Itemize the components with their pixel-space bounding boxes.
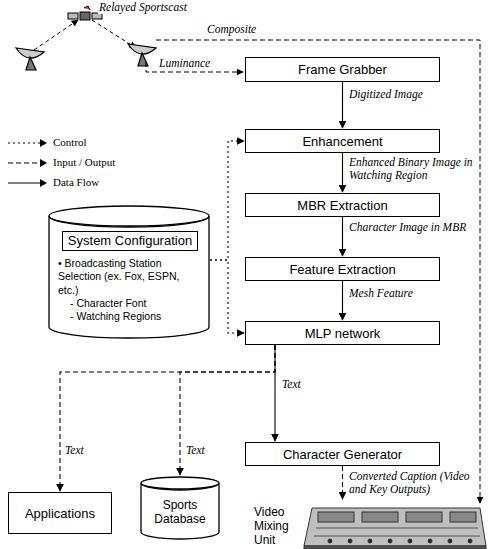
legend-arrowhead [40,179,47,187]
signal-label: Relayed Sportscast [98,1,188,14]
node-text: Enhancement [302,134,382,149]
node-text: - Watching Regions [58,310,202,323]
signal-label: Luminance [158,57,211,70]
node-text: MBR Extraction [297,198,387,213]
node-text: - Character Font [58,297,202,310]
connector [342,281,343,320]
legend-line [8,182,44,183]
connector [342,82,343,128]
process-box: Character Generator [245,442,440,466]
connector [210,260,244,333]
satellite-link [34,20,136,50]
legend-text: Input / Output [53,156,115,169]
legend-line [8,162,44,163]
legend-sample [6,178,48,188]
node-text: System Configuration [62,231,198,251]
connector [60,345,275,491]
edge-label: Converted Caption (Video and Key Outputs… [348,470,474,496]
legend-line [8,142,44,143]
process-box: Applications [8,492,112,534]
node-text: MLP network [305,326,381,341]
config-cylinder: System Configuration • Broadcasting Stati… [48,205,210,339]
node-text: Frame Grabber [298,62,387,77]
legend-text: Data Flow [53,176,99,189]
legend-arrowhead [40,159,47,167]
legend-text: Control [53,136,87,149]
connector [342,153,343,192]
database-cylinder: Sports Database [140,476,220,540]
legend-sample [6,138,48,148]
edge-label: Text [281,378,302,391]
edge-label: Mesh Feature [348,287,414,300]
edge-label: Enhanced Binary Image in Watching Region [348,156,474,182]
cylinder-body [49,216,209,338]
cylinder-top [141,477,219,489]
connector [274,345,275,441]
process-box: Feature Extraction [245,257,440,281]
satellite-icon [68,6,102,20]
process-box: Frame Grabber [245,57,440,82]
connector [342,217,343,256]
edge-label: Digitized Image [348,88,424,101]
legend-row: Control [6,136,87,149]
cylinder-top [49,206,209,226]
process-box: Enhancement [245,129,440,153]
edge-label: Text [185,444,206,457]
legend-row: Input / Output [6,156,115,169]
node-text: Video Mixing Unit [254,506,306,547]
node-text: Feature Extraction [289,262,395,277]
legend-arrowhead [40,139,47,147]
mixer-illustration [304,508,486,549]
edge-label: Text [64,444,85,457]
connector [342,466,343,499]
legend-sample [6,158,48,168]
edge-label: Character Image in MBR [348,221,467,234]
legend-row: Data Flow [6,176,99,189]
node-text: • Broadcasting Station Selection (ex. Fo… [58,257,202,296]
node-text: Sports Database [144,499,216,527]
node-text: Applications [25,506,95,521]
cylinder-body [141,483,219,539]
process-box: MLP network [245,321,440,345]
node-text: Character Generator [283,447,402,462]
connector [210,141,244,260]
process-box: MBR Extraction [245,193,440,217]
device-node: Video Mixing Unit [250,500,306,546]
dish-antenna [16,44,156,70]
signal-label: Composite [206,23,257,36]
